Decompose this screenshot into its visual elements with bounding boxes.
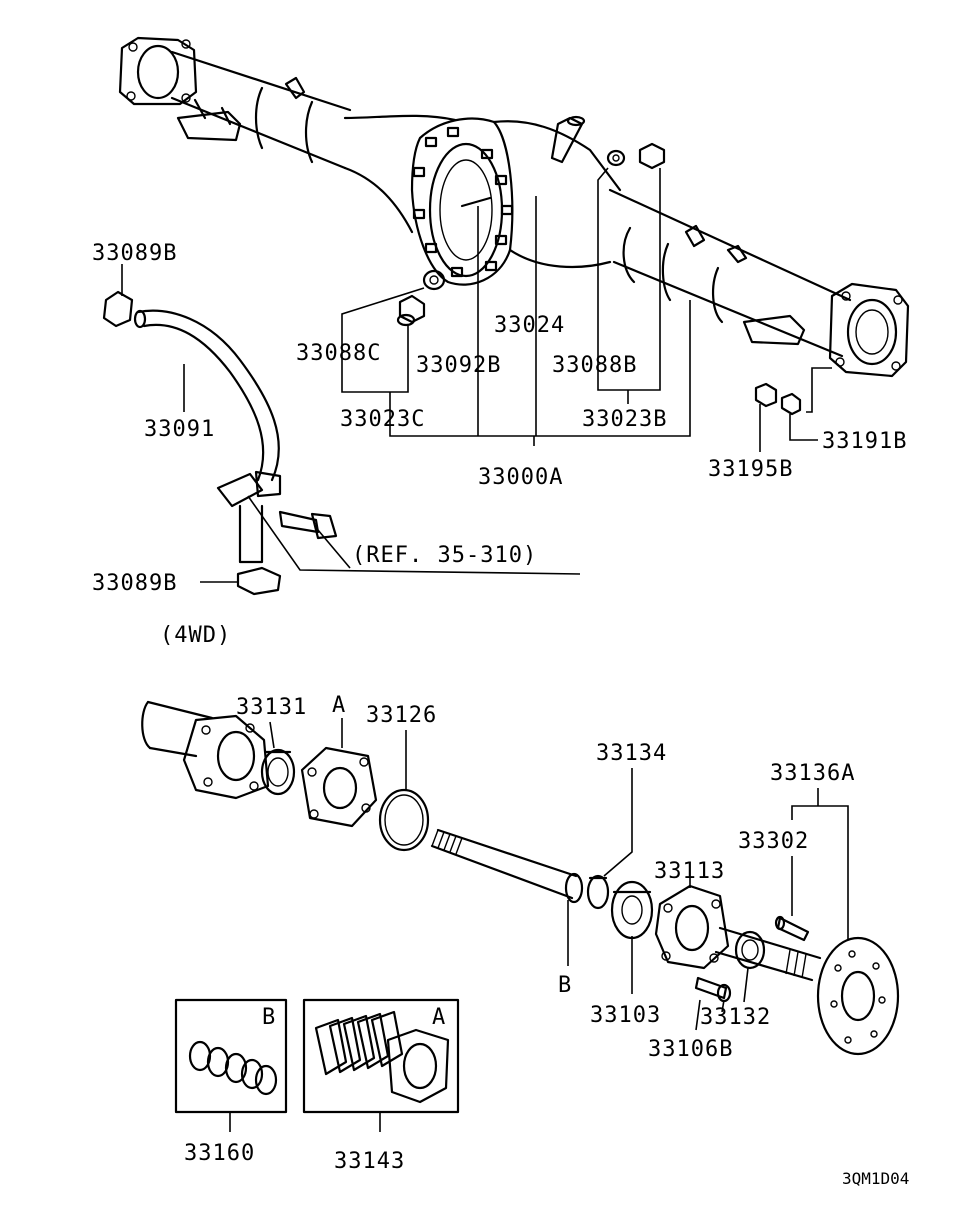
- filler-plug-and-gasket: [606, 142, 666, 170]
- label-33143: 33143: [334, 1149, 405, 1174]
- o-ring-33126: [378, 788, 430, 852]
- label-33023B: 33023B: [582, 407, 667, 432]
- label-33091: 33091: [144, 417, 215, 442]
- label-33160: 33160: [184, 1141, 255, 1166]
- label-box-B: B: [262, 1005, 276, 1030]
- label-33131: 33131: [236, 695, 307, 720]
- leader-lines: [121, 167, 849, 1132]
- label-33089B-top: 33089B: [92, 241, 177, 266]
- label-33136A: 33136A: [770, 761, 855, 786]
- label-33023C: 33023C: [340, 407, 425, 432]
- snap-ring-set-33160: [188, 1040, 278, 1096]
- label-ref-35-310: (REF. 35-310): [352, 543, 537, 568]
- oil-seal-33131: [260, 748, 296, 796]
- label-box-A: A: [432, 1005, 446, 1030]
- label-mark-B: B: [558, 973, 572, 998]
- label-33089B-bottom: 33089B: [92, 571, 177, 596]
- label-mark-A: A: [332, 693, 346, 718]
- cover-bolts: [412, 126, 514, 278]
- label-33195B: 33195B: [708, 457, 793, 482]
- label-diagram-code: 3QM1D04: [842, 1169, 909, 1188]
- label-33088B: 33088B: [552, 353, 637, 378]
- label-33134: 33134: [596, 741, 667, 766]
- label-33103: 33103: [590, 1003, 661, 1028]
- label-33092B: 33092B: [416, 353, 501, 378]
- breather-hose-drawing: [102, 290, 338, 596]
- label-4wd: (4WD): [160, 623, 231, 648]
- gasket-A: [300, 746, 378, 828]
- label-33106B: 33106B: [648, 1037, 733, 1062]
- label-33191B: 33191B: [822, 429, 907, 454]
- nut-and-washer: [754, 382, 802, 416]
- housing-end-drawing: [141, 700, 270, 800]
- label-33000A: 33000A: [478, 465, 563, 490]
- drain-plug-and-gasket: [396, 269, 446, 327]
- snap-ring-box-B: [174, 998, 288, 1114]
- label-33132: 33132: [700, 1005, 771, 1030]
- axle-shaft-drawing: [430, 828, 900, 1056]
- label-33024: 33024: [494, 313, 565, 338]
- axle-housing-drawing: [118, 36, 910, 378]
- shim-box-A: [302, 998, 460, 1114]
- carrier-stud: [460, 196, 492, 208]
- shim-set-33143: [314, 1010, 450, 1104]
- label-33088C: 33088C: [296, 341, 381, 366]
- label-33302: 33302: [738, 829, 809, 854]
- label-33113: 33113: [654, 859, 725, 884]
- label-33126: 33126: [366, 703, 437, 728]
